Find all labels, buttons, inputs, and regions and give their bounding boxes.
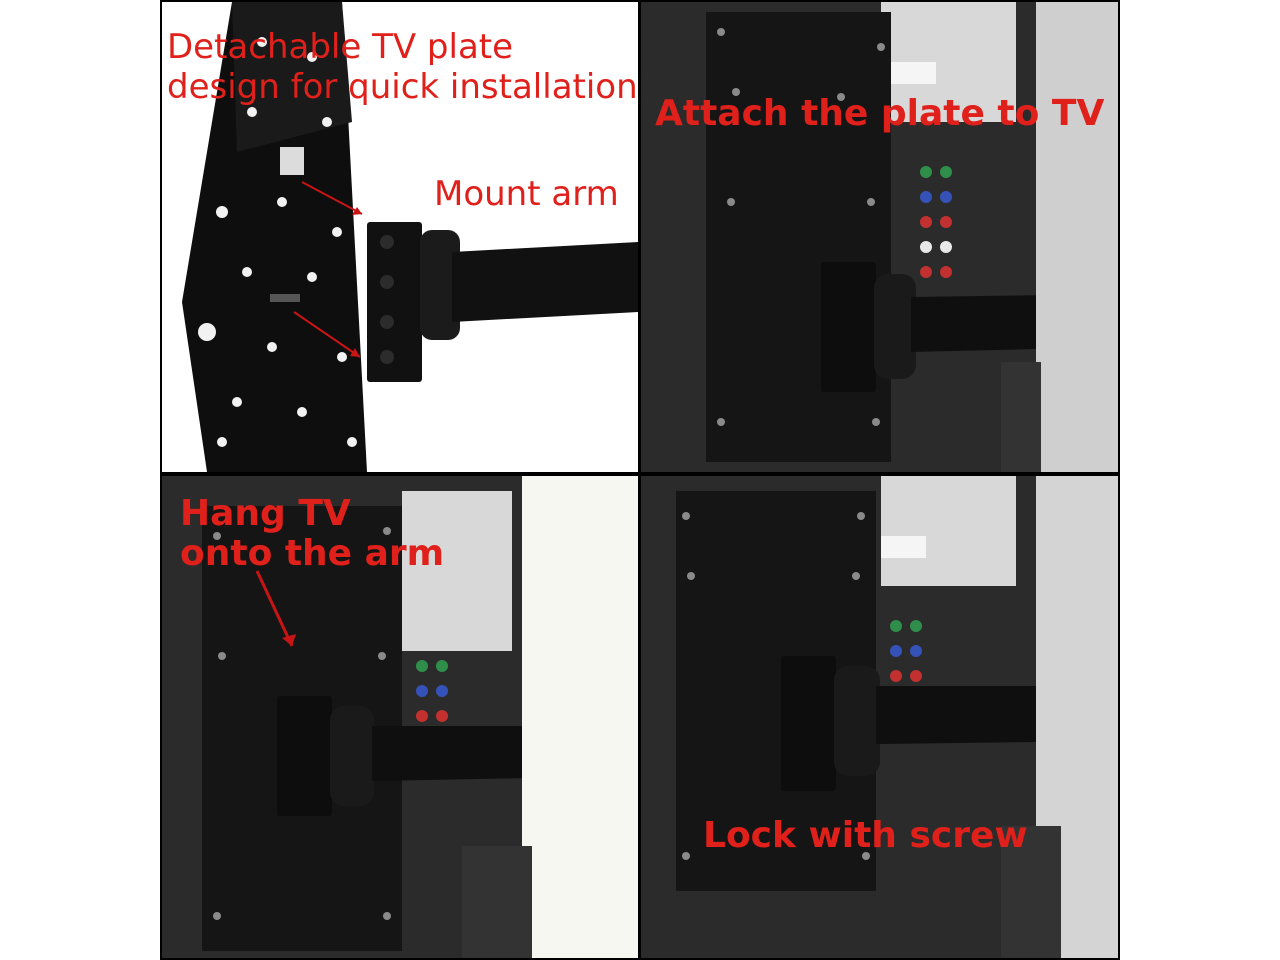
mount-arm xyxy=(367,222,638,382)
image-grid: Detachable TV plate design for quick ins… xyxy=(160,0,1120,960)
caption-attach-plate: Attach the plate to TV xyxy=(655,93,1105,134)
plate-and-arm-illustration xyxy=(182,2,638,472)
panel-attach-plate: Attach the plate to TV xyxy=(641,2,1118,472)
tv-label-sticker xyxy=(881,476,1016,586)
caption-line-1: Detachable TV plate xyxy=(167,27,514,67)
mount-arm-label: Mount arm xyxy=(434,174,619,214)
panel-detachable-plate: Detachable TV plate design for quick ins… xyxy=(162,2,638,472)
caption-lock-screw: Lock with screw xyxy=(703,815,1028,856)
vesa-plate xyxy=(706,12,891,462)
attach-plate-illustration xyxy=(641,2,1118,472)
tv-ports xyxy=(920,166,952,278)
caption-hang-line-2: onto the arm xyxy=(180,533,445,574)
plate-holes xyxy=(198,37,357,447)
hang-slot xyxy=(280,147,304,175)
caption-line-2: design for quick installation xyxy=(167,67,638,107)
lock-screw-illustration xyxy=(641,476,1118,958)
lock-screw xyxy=(270,294,300,302)
caption-hang-line-1: Hang TV xyxy=(180,493,351,534)
tv-label-sticker xyxy=(402,491,512,651)
panel-hang-tv: Hang TV onto the arm xyxy=(162,476,638,958)
panel-lock-screw: Lock with screw xyxy=(641,476,1118,958)
tv-ports xyxy=(416,660,448,722)
hang-tv-illustration xyxy=(162,476,638,958)
tv-ports xyxy=(890,620,922,682)
